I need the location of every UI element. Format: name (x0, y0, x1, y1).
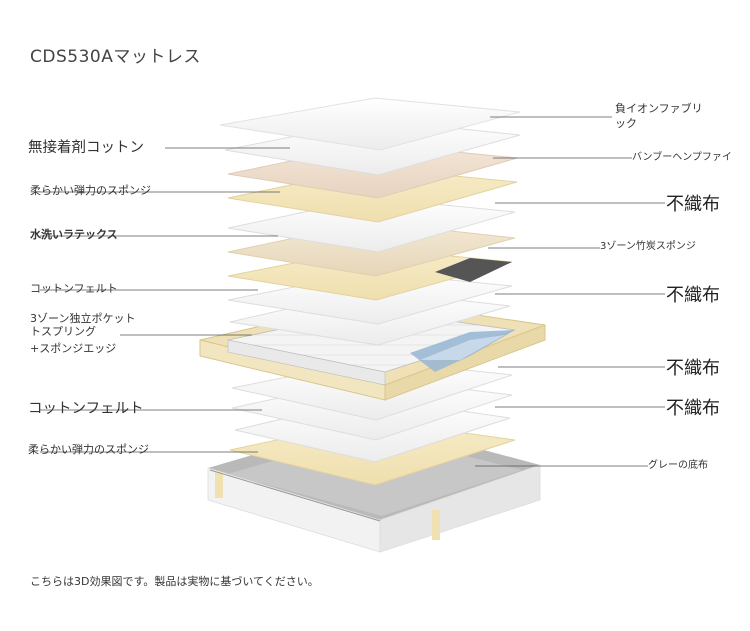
label-nonwoven-4: 不織布 (666, 398, 720, 419)
page-title: CDS530Aマットレス (30, 47, 201, 67)
label-pocket-spring-line2: トスプリング (30, 325, 96, 338)
label-gray-bottom-fabric: グレーの底布 (648, 460, 708, 471)
label-nonwoven-1: 不織布 (666, 194, 720, 215)
label-soft-sponge-top: 柔らかい弾力のスポンジ (30, 184, 151, 197)
label-pocket-spring-line1: 3ゾーン独立ポケット (30, 312, 136, 325)
label-ion-fabric-line1: 負イオンファブリ (615, 102, 703, 115)
label-latex: 水洗いラテックス (30, 228, 118, 241)
label-nonwoven-2: 不織布 (666, 285, 720, 306)
label-cotton-felt-1: コットンフェルト (30, 282, 118, 295)
leader-lines (40, 116, 665, 467)
footnote: こちらは3D効果図です。製品は実物に基づいてください。 (30, 575, 319, 588)
label-nonwoven-3: 不織布 (666, 358, 720, 379)
label-cotton-felt-2: コットンフェルト (28, 401, 144, 417)
label-charcoal-sponge: 3ゾーン竹炭スポンジ (600, 241, 696, 252)
label-soft-sponge-bottom: 柔らかい弾力のスポンジ (28, 443, 149, 456)
label-sponge-edge: +スポンジエッジ (30, 342, 117, 355)
label-ion-fabric-line2: ック (615, 117, 637, 130)
label-muchaku-cotton: 無接着剤コットン (28, 140, 144, 156)
layer-ion-fabric (219, 97, 521, 151)
label-bamboo-hemp: バンブーヘンプファイ (632, 152, 732, 163)
